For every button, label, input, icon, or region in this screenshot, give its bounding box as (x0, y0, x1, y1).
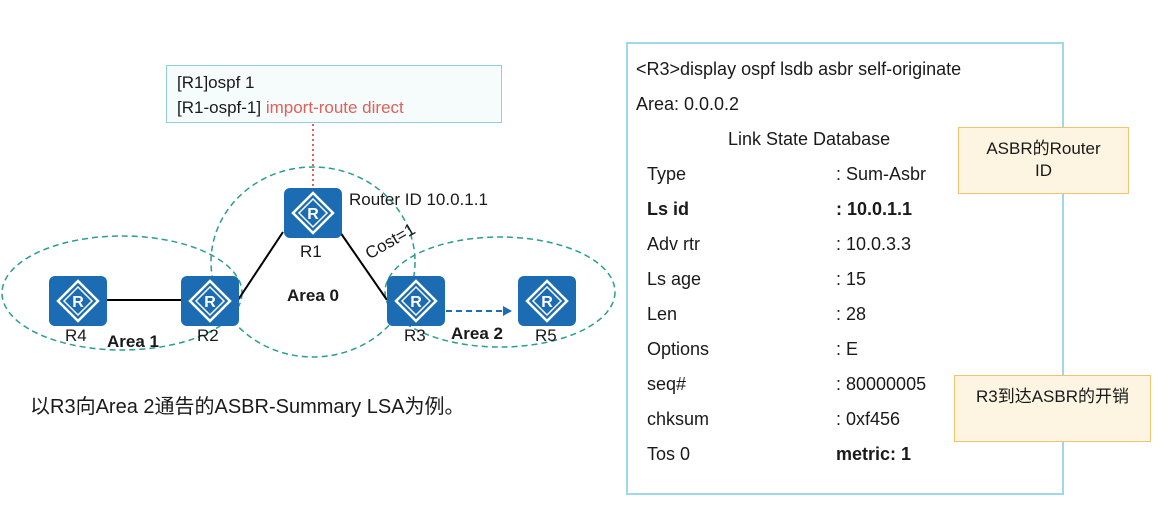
router-id-label: Router ID 10.0.1.1 (349, 190, 488, 209)
area-2-label: Area 2 (451, 324, 503, 343)
lsdb-row-key: seq# (647, 374, 687, 394)
lsdb-row-key: Ls age (647, 269, 702, 289)
router-glyph: R (72, 294, 84, 311)
router-glyph: R (307, 206, 319, 223)
lsdb-row-value: : 28 (836, 304, 867, 324)
command-highlight: import-route direct (265, 98, 404, 117)
lsdb-row-key: Type (647, 164, 687, 184)
import-route-command-box: [R1]ospf 1 [R1-ospf-1] import-route dire… (166, 65, 502, 123)
router-r4-icon: R (49, 276, 107, 326)
router-r1-label: R1 (300, 242, 322, 261)
command-line-1: [R1]ospf 1 (177, 73, 255, 92)
router-glyph: R (541, 294, 553, 311)
lsdb-row-value: metric: 1 (836, 444, 912, 464)
area-0-label: Area 0 (287, 286, 339, 305)
callout-cost-to-asbr: R3到达ASBR的开销 (954, 375, 1151, 442)
lsdb-row-key: Ls id (647, 199, 690, 219)
router-r3-label: R3 (404, 326, 426, 345)
lsdb-row-value: : 80000005 (836, 374, 927, 394)
lsdb-row-value: : 0xf456 (836, 409, 901, 429)
lsdb-row-key: Options (647, 339, 710, 359)
lsdb-row-key: chksum (647, 409, 710, 429)
router-r5-label: R5 (535, 326, 557, 345)
link-r1-r3 (339, 231, 388, 301)
router-glyph: R (204, 294, 216, 311)
diagram-caption: 以R3向Area 2通告的ASBR-Summary LSA为例。 (30, 396, 465, 418)
area-0-boundary (210, 166, 416, 358)
router-r3-icon: R (387, 276, 445, 326)
router-r4-label: R4 (65, 326, 87, 345)
router-glyph: R (410, 294, 422, 311)
router-r1-icon: R (284, 188, 342, 238)
command-line-2: [R1-ospf-1] import-route direct (177, 95, 491, 120)
lsdb-row-key: Tos 0 (647, 444, 691, 464)
area-2-boundary (384, 236, 616, 348)
command-line-2-prefix: [R1-ospf-1] (177, 98, 266, 117)
area-1-label: Area 1 (107, 332, 159, 351)
lsdb-command: <R3>display ospf lsdb asbr self-originat… (636, 59, 962, 79)
lsdb-row-value: : Sum-Asbr (836, 164, 927, 184)
lsa-arrow-head (503, 306, 512, 316)
router-r2-icon: R (181, 276, 239, 326)
lsdb-row-value: : 10.0.1.1 (836, 199, 913, 219)
lsdb-area: Area: 0.0.0.2 (636, 94, 740, 114)
lsdb-row-key: Len (647, 304, 678, 324)
lsdb-heading: Link State Database (728, 129, 891, 149)
router-r2-label: R2 (197, 326, 219, 345)
link-r2-r1 (237, 231, 284, 301)
lsdb-row-value: : 15 (836, 269, 867, 289)
router-r5-icon: R (518, 276, 576, 326)
lsdb-row-value: : 10.0.3.3 (836, 234, 912, 254)
lsdb-row-key: Adv rtr (647, 234, 701, 254)
lsdb-row-value: : E (836, 339, 859, 359)
callout-asbr-router-id: ASBR的Router ID (958, 127, 1129, 194)
